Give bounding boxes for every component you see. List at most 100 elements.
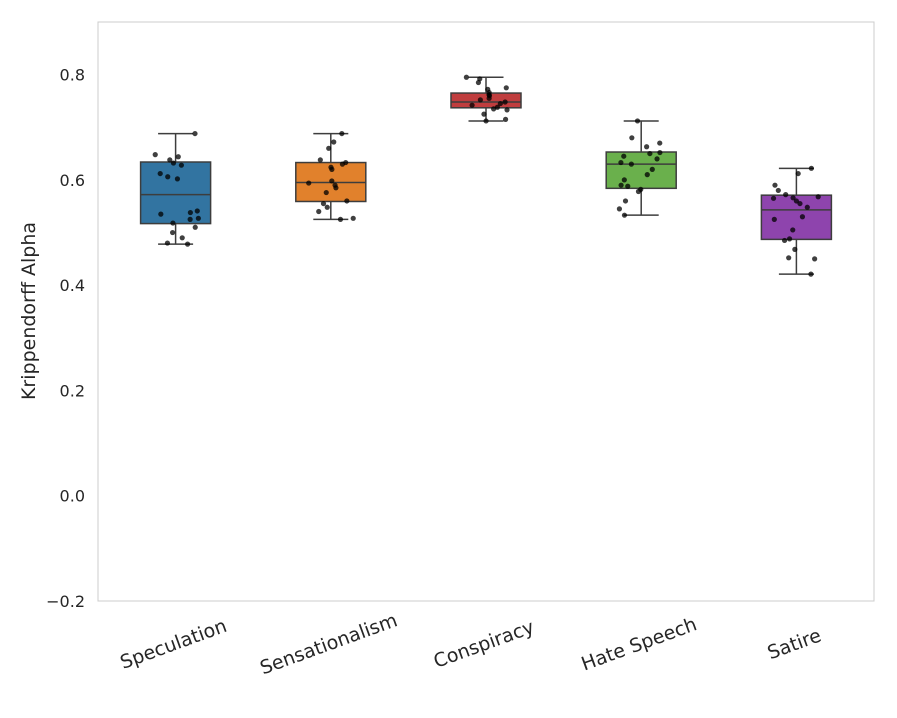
- box-body: [139, 161, 212, 225]
- data-point: [326, 145, 332, 151]
- data-point: [157, 170, 163, 177]
- data-point: [477, 97, 483, 103]
- data-point: [329, 178, 335, 184]
- data-point: [187, 209, 193, 216]
- data-point: [621, 212, 628, 218]
- data-point: [770, 195, 777, 201]
- data-point: [469, 102, 475, 108]
- data-point: [339, 130, 345, 137]
- data-point: [644, 172, 650, 178]
- data-point: [621, 153, 627, 159]
- data-point: [158, 211, 164, 217]
- y-tick-label: 0.8: [60, 66, 85, 85]
- data-point: [797, 200, 803, 207]
- data-point: [654, 156, 660, 162]
- data-point: [497, 100, 503, 107]
- data-point: [333, 185, 339, 191]
- data-point: [772, 182, 778, 188]
- y-axis-ticks: −0.2 0.0 0.2 0.4 0.6 0.8: [46, 66, 85, 611]
- data-point: [634, 118, 641, 124]
- data-point: [647, 150, 653, 157]
- data-point: [649, 166, 655, 172]
- y-tick-label: 0.6: [60, 171, 85, 190]
- data-point: [790, 227, 796, 233]
- x-tick-label: Hate Speech: [578, 613, 699, 675]
- data-point: [621, 177, 627, 183]
- data-point: [167, 157, 173, 163]
- data-point: [337, 216, 344, 222]
- box-body: [450, 92, 522, 109]
- data-point: [781, 237, 788, 244]
- data-point: [323, 189, 329, 196]
- data-point: [192, 130, 198, 137]
- data-point: [618, 182, 624, 188]
- data-point: [463, 74, 469, 80]
- data-point: [657, 149, 663, 156]
- x-tick-label: Satire: [765, 625, 825, 665]
- data-point: [195, 215, 201, 221]
- data-point: [635, 188, 642, 195]
- data-point: [786, 236, 793, 242]
- data-point: [815, 194, 821, 200]
- data-point: [194, 208, 200, 214]
- data-point: [504, 107, 510, 113]
- box-speculation: [139, 132, 212, 245]
- data-point: [616, 206, 623, 212]
- data-point: [622, 198, 629, 204]
- data-point: [174, 176, 181, 182]
- y-tick-label: 0.0: [60, 487, 85, 506]
- data-point: [475, 79, 482, 86]
- box-hate-speech: [605, 120, 677, 216]
- y-tick-label: −0.2: [46, 592, 85, 611]
- data-point: [344, 198, 350, 204]
- data-point: [339, 161, 346, 167]
- y-tick-label: 0.2: [60, 381, 85, 400]
- data-point: [502, 99, 508, 105]
- data-point: [792, 246, 798, 252]
- x-tick-label: Sensationalism: [257, 609, 400, 679]
- data-point: [793, 198, 799, 204]
- data-point: [165, 174, 171, 180]
- data-point: [771, 216, 777, 222]
- data-point: [808, 165, 814, 171]
- data-point: [618, 159, 624, 166]
- data-point: [350, 215, 356, 221]
- data-point: [644, 144, 650, 150]
- data-point: [775, 187, 781, 194]
- data-point: [799, 214, 806, 220]
- data-point: [628, 161, 634, 167]
- data-point: [179, 235, 185, 241]
- data-point: [657, 140, 663, 146]
- data-point: [629, 135, 635, 141]
- data-point: [306, 180, 312, 186]
- x-tick-label: Conspiracy: [431, 616, 538, 673]
- data-point: [324, 204, 330, 210]
- x-axis-ticks: Speculation Sensationalism Conspiracy Hate …: [117, 609, 824, 679]
- data-point: [808, 271, 814, 277]
- data-point: [164, 240, 171, 246]
- data-point: [170, 160, 177, 166]
- data-point: [503, 85, 509, 91]
- data-point: [625, 183, 631, 189]
- data-point: [178, 162, 184, 168]
- y-tick-label: 0.4: [60, 276, 85, 295]
- points-layer: [152, 74, 821, 277]
- data-point: [187, 216, 193, 222]
- data-point: [192, 224, 198, 230]
- data-point: [175, 154, 181, 160]
- data-point: [786, 255, 792, 261]
- data-point: [491, 106, 497, 112]
- data-point: [329, 166, 335, 172]
- data-point: [331, 139, 337, 145]
- x-tick-label: Speculation: [117, 615, 229, 674]
- data-point: [486, 95, 492, 101]
- data-point: [502, 116, 509, 122]
- data-point: [152, 152, 158, 158]
- data-point: [184, 241, 191, 247]
- data-point: [316, 208, 322, 215]
- data-point: [169, 229, 176, 236]
- data-point: [483, 118, 489, 124]
- data-point: [790, 195, 796, 201]
- data-point: [170, 220, 176, 226]
